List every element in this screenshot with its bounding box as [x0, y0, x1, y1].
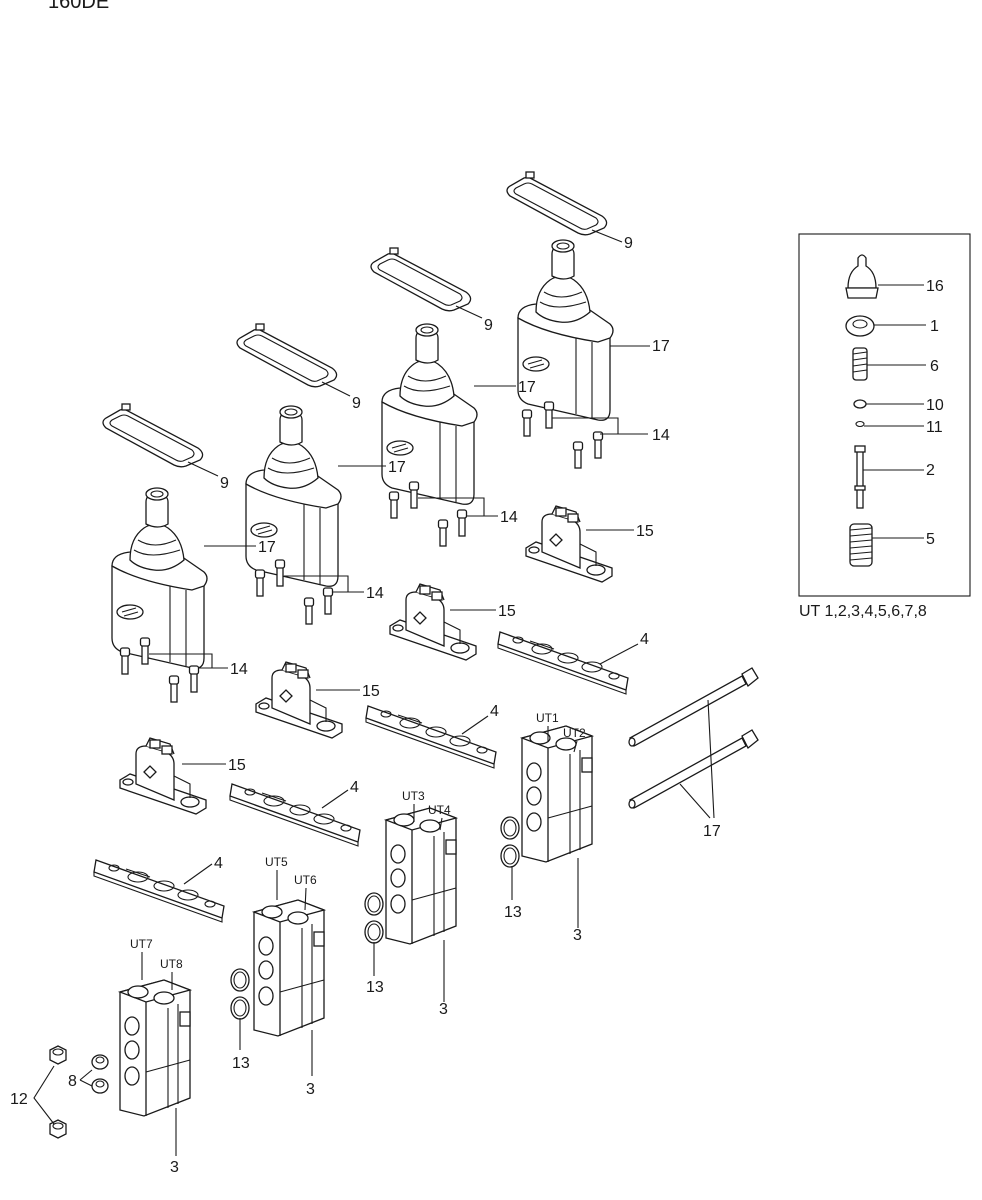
callout-ut3: UT3 [402, 789, 425, 803]
callout-13: 13 [232, 1055, 250, 1072]
callout-17: 17 [703, 823, 721, 840]
callout-4: 4 [214, 855, 223, 872]
valve-section-3 [385, 807, 457, 945]
bolt-14 [408, 481, 420, 509]
callout-ut8: UT8 [160, 957, 183, 971]
callout-3: 3 [439, 1001, 448, 1018]
callout-4: 4 [350, 779, 359, 796]
bolt-14 [168, 675, 180, 703]
callout-15: 15 [636, 523, 654, 540]
callout-4: 4 [640, 631, 649, 648]
bolt-14 [119, 647, 131, 675]
callout-15: 15 [498, 603, 516, 620]
boot-17 [245, 405, 342, 587]
tie-rod-17 [628, 667, 759, 747]
callout-17: 17 [652, 338, 670, 355]
bracket-15 [119, 737, 207, 815]
detail-label-6: 6 [930, 358, 939, 375]
callout-14: 14 [500, 509, 518, 526]
callout-17: 17 [258, 539, 276, 556]
callout-17: 17 [388, 459, 406, 476]
callout-9: 9 [624, 235, 633, 252]
bracket-15 [255, 661, 343, 739]
callout-ut7: UT7 [130, 937, 153, 951]
bolt-14 [592, 431, 604, 459]
o-ring-13 [364, 892, 384, 944]
callout-17: 17 [518, 379, 536, 396]
bracket-15 [389, 583, 477, 661]
bolt-14 [303, 597, 315, 625]
detail-box: 16 1 6 10 11 2 5 [798, 233, 971, 597]
bolt-14 [139, 637, 151, 665]
bolt-14 [322, 587, 334, 615]
plug-8 [91, 1054, 109, 1094]
callout-3: 3 [170, 1159, 179, 1176]
callout-8: 8 [68, 1073, 77, 1090]
callout-4: 4 [490, 703, 499, 720]
o-ring-13 [230, 968, 250, 1020]
callout-3: 3 [573, 927, 582, 944]
boot-17 [111, 487, 208, 669]
detail-caption: UT 1,2,3,4,5,6,7,8 [799, 603, 927, 620]
page-title: 160DE [48, 0, 109, 13]
bolt-14 [437, 519, 449, 547]
tie-rod-17 [628, 729, 759, 809]
valve-section-3 [521, 725, 593, 863]
bolt-14 [254, 569, 266, 597]
gasket-9 [102, 403, 204, 468]
callout-9: 9 [484, 317, 493, 334]
o-ring-13 [500, 816, 520, 868]
callout-13: 13 [504, 904, 522, 921]
bolt-14 [388, 491, 400, 519]
bolt-14 [521, 409, 533, 437]
callout-14: 14 [366, 585, 384, 602]
detail-label-1: 1 [930, 318, 939, 335]
gasket-9 [506, 171, 608, 236]
detail-label-11: 11 [926, 419, 943, 436]
gasket-9 [370, 247, 472, 312]
bolt-14 [274, 559, 286, 587]
callout-ut1: UT1 [536, 711, 559, 725]
detail-label-5: 5 [926, 531, 935, 548]
plate-4 [229, 783, 361, 847]
callout-ut4: UT4 [428, 803, 451, 817]
callout-14: 14 [230, 661, 248, 678]
bracket-15 [525, 505, 613, 583]
callout-9: 9 [352, 395, 361, 412]
callout-ut5: UT5 [265, 855, 288, 869]
valve-section-3 [253, 899, 325, 1037]
detail-label-16: 16 [926, 278, 944, 295]
plate-4 [365, 705, 497, 769]
callout-ut2: UT2 [563, 726, 586, 740]
bolt-14 [188, 665, 200, 693]
callout-ut6: UT6 [294, 873, 317, 887]
callout-15: 15 [228, 757, 246, 774]
callout-14: 14 [652, 427, 670, 444]
callout-15: 15 [362, 683, 380, 700]
boot-17 [381, 323, 478, 505]
callout-13: 13 [366, 979, 384, 996]
bolt-14 [543, 401, 555, 429]
plate-4 [497, 631, 629, 695]
detail-label-10: 10 [926, 397, 944, 414]
bolt-14 [456, 509, 468, 537]
callout-3: 3 [306, 1081, 315, 1098]
valve-section-3 [119, 979, 191, 1117]
bolt-14 [572, 441, 584, 469]
detail-label-2: 2 [926, 462, 935, 479]
gasket-9 [236, 323, 338, 388]
callout-9: 9 [220, 475, 229, 492]
callout-12: 12 [10, 1091, 28, 1108]
